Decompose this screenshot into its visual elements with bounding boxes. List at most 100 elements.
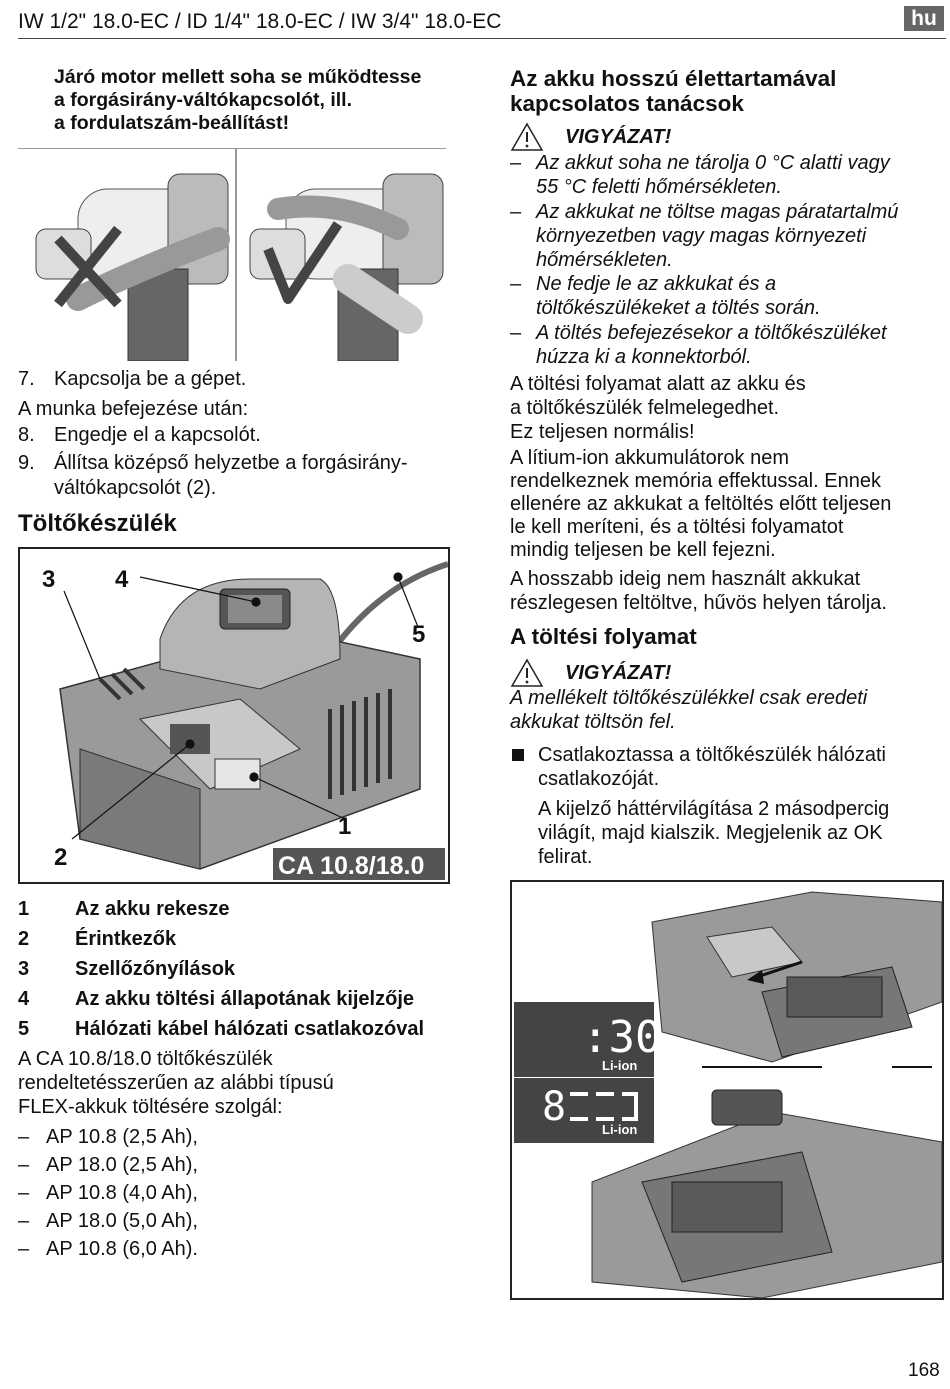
bullet-sub-line: felirat. — [538, 846, 593, 868]
step-item: 7. Kapcsolja be a gépet. — [18, 367, 448, 391]
warning-triangle-icon — [510, 122, 544, 151]
tip-line: 55 °C feletti hőmérsékleten. — [536, 176, 782, 198]
list-dash: – — [18, 1154, 30, 1176]
impact-wrench-illustration — [18, 149, 446, 361]
charger-drawing: 3 4 5 1 2 CA 10.8/18.0 — [20, 549, 448, 882]
charging-illustration: :30 Li-ion 8 Li-ion — [510, 880, 944, 1300]
legend-text: Az akku rekesze — [75, 898, 230, 920]
list-dash: – — [18, 1182, 30, 1204]
title-line: kapcsolatos tanácsok — [510, 91, 744, 116]
display-timer: :30 — [582, 1012, 661, 1063]
battery-type-item: – AP 10.8 (2,5 Ah), — [18, 1125, 318, 1149]
callout-4: 4 — [115, 566, 129, 593]
warning-line: Járó motor mellett soha se működtesse — [54, 66, 422, 88]
note-line: akkukat töltsön fel. — [510, 711, 676, 733]
list-dash: – — [18, 1126, 30, 1148]
memory-effect-paragraph: A lítium-ion akkumulátorok nem rendelkez… — [510, 447, 950, 562]
battery-type-item: – AP 18.0 (2,5 Ah), — [18, 1153, 318, 1177]
step-number: 9. — [18, 452, 35, 474]
para-line: Ez teljesen normális! — [510, 421, 695, 443]
step-text: Állítsa középső helyzetbe a forgásirány- — [54, 452, 408, 474]
step-continuation: váltókapcsolót (2). — [18, 476, 448, 500]
bullet-sub-line: világít, majd kialszik. Megjelenik az OK — [538, 822, 883, 844]
para-line: mindig teljesen be kell fejezni. — [510, 539, 776, 561]
bullet-sub-line: A kijelző háttérvilágítása 2 másodpercig — [538, 798, 890, 820]
tip-item: – A töltés befejezésekor a töltőkészülék… — [510, 321, 945, 369]
list-dash: – — [510, 273, 522, 295]
battery-type-item: – AP 18.0 (5,0 Ah), — [18, 1209, 318, 1233]
para-line: A hosszabb ideig nem használt akkukat — [510, 568, 861, 590]
para-line: rendelkeznek memória effektussal. Ennek — [510, 470, 881, 492]
charger-intro-text: A CA 10.8/18.0 töltőkészülék rendeltetés… — [18, 1047, 448, 1119]
list-dash: – — [510, 152, 522, 174]
para-line: A töltési folyamat alatt az akku és — [510, 373, 806, 395]
tip-item: – Az akkut soha ne tárolja 0 °C alatti v… — [510, 151, 945, 199]
legend-item: 1 Az akku rekesze — [18, 898, 448, 922]
battery-life-title: Az akku hosszú élettartamával kapcsolato… — [510, 66, 940, 116]
step-number: 8. — [18, 424, 35, 446]
storage-paragraph: A hosszabb ideig nem használt akkukat ré… — [510, 567, 950, 615]
legend-number: 4 — [18, 988, 30, 1010]
tip-line: Az akkut soha ne tárolja 0 °C alatti vag… — [536, 152, 890, 174]
list-dash: – — [510, 201, 522, 223]
display-segments: 8 — [542, 1084, 566, 1130]
caution-label: VIGYÁZAT! — [565, 662, 672, 684]
warning-triangle-icon — [510, 658, 544, 687]
display-li-ion-label: Li-ion — [602, 1122, 637, 1137]
para-line: le kell meríteni, és a töltési folyamato… — [510, 516, 844, 538]
language-badge: hu — [904, 6, 944, 31]
title-line: Az akku hosszú élettartamával — [510, 66, 837, 91]
battery-type-text: AP 18.0 (2,5 Ah), — [46, 1154, 198, 1176]
correct-check-icon — [263, 221, 343, 304]
list-dash: – — [18, 1210, 30, 1232]
battery-type-text: AP 10.8 (4,0 Ah), — [46, 1182, 198, 1204]
wrong-cross-icon — [54, 225, 122, 308]
charger-section-title: Töltőkészülék — [18, 510, 177, 537]
document-header-title: IW 1/2" 18.0-EC / ID 1/4" 18.0-EC / IW 3… — [18, 10, 502, 33]
para-line: a töltőkészülék felmelegedhet. — [510, 397, 780, 419]
step-item: 8. Engedje el a kapcsolót. — [18, 423, 448, 447]
legend-item: 2 Érintkezők — [18, 928, 448, 952]
battery-type-text: AP 18.0 (5,0 Ah), — [46, 1210, 198, 1232]
legend-item: 5 Hálózati kábel hálózati csatlakozóval — [18, 1018, 448, 1042]
original-battery-note: A mellékelt töltőkészülékkel csak eredet… — [510, 686, 945, 734]
callout-5: 5 — [412, 621, 425, 648]
warning-line: a fordulatszám-beállítást! — [54, 112, 290, 134]
motor-warning-note: Járó motor mellett soha se működtesse a … — [54, 66, 454, 135]
legend-text: Szellőzőnyílások — [75, 958, 236, 980]
intro-line: rendeltetésszerűen az alábbi típusú — [18, 1072, 334, 1094]
tip-line: töltőkészülékeket a töltés során. — [536, 297, 821, 319]
para-line: A lítium-ion akkumulátorok nem — [510, 447, 790, 469]
legend-number: 5 — [18, 1018, 30, 1040]
tip-line: környezetben vagy magas környezeti — [536, 225, 867, 247]
charger-model-label: CA 10.8/18.0 — [278, 852, 424, 880]
callout-2: 2 — [54, 844, 67, 871]
page-number: 168 — [908, 1360, 940, 1381]
step-text: Kapcsolja be a gépet. — [54, 368, 247, 390]
step-text: Engedje el a kapcsolót. — [54, 424, 261, 446]
header-divider — [18, 38, 946, 39]
charging-heat-paragraph: A töltési folyamat alatt az akku és a tö… — [510, 372, 945, 444]
para-line: ellenére az akkukat a feltöltés előtt te… — [510, 493, 892, 515]
tip-line: hőmérsékleten. — [536, 249, 673, 271]
legend-text: Hálózati kábel hálózati csatlakozóval — [75, 1018, 425, 1040]
display-li-ion-label: Li-ion — [602, 1058, 637, 1073]
tip-item: – Az akkukat ne töltse magas páratartalm… — [510, 200, 950, 272]
tip-item: – Ne fedje le az akkukat és a töltőkészü… — [510, 272, 945, 320]
charging-process-title: A töltési folyamat — [510, 624, 697, 649]
caution-label: VIGYÁZAT! — [565, 126, 672, 148]
tip-line: Ne fedje le az akkukat és a — [536, 273, 777, 295]
legend-number: 3 — [18, 958, 30, 980]
bullet-text: Csatlakoztassa a töltőkészülék hálózati … — [538, 743, 948, 791]
charger-illustration: 3 4 5 1 2 CA 10.8/18.0 — [18, 547, 450, 884]
battery-type-text: AP 10.8 (2,5 Ah), — [46, 1126, 198, 1148]
note-line: A mellékelt töltőkészülékkel csak eredet… — [510, 687, 868, 709]
legend-number: 2 — [18, 928, 30, 950]
bullet-square-icon — [512, 749, 524, 761]
after-work-text: A munka befejezése után: — [18, 398, 249, 420]
legend-text: Érintkezők — [75, 928, 177, 950]
tip-line: húzza ki a konnektorból. — [536, 346, 752, 368]
charging-drawing: :30 Li-ion 8 Li-ion — [512, 882, 942, 1298]
tip-line: A töltés befejezésekor a töltőkészüléket — [536, 322, 887, 344]
callout-1: 1 — [338, 813, 351, 840]
